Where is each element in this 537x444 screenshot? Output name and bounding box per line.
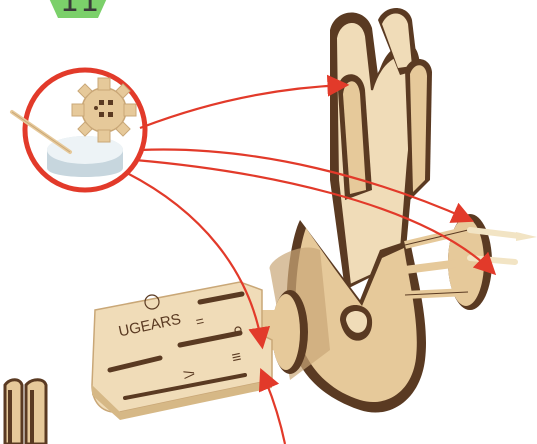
hub (260, 290, 308, 374)
gear-icon (71, 77, 137, 143)
glue-arrows (124, 74, 497, 444)
toothpick-icon (10, 110, 72, 154)
step-badge (49, 0, 107, 18)
key-mark-1: = (194, 312, 205, 329)
ugears-key-plate: UGEARS = ≡ \/ (91, 281, 273, 420)
key-mark-3: \/ (180, 369, 197, 380)
key-mark-4: ≡ (230, 349, 243, 368)
partial-part-left (3, 378, 48, 444)
axle-assembly (404, 214, 537, 310)
step-number: 11 (60, 0, 101, 19)
fork-frame (269, 8, 432, 413)
